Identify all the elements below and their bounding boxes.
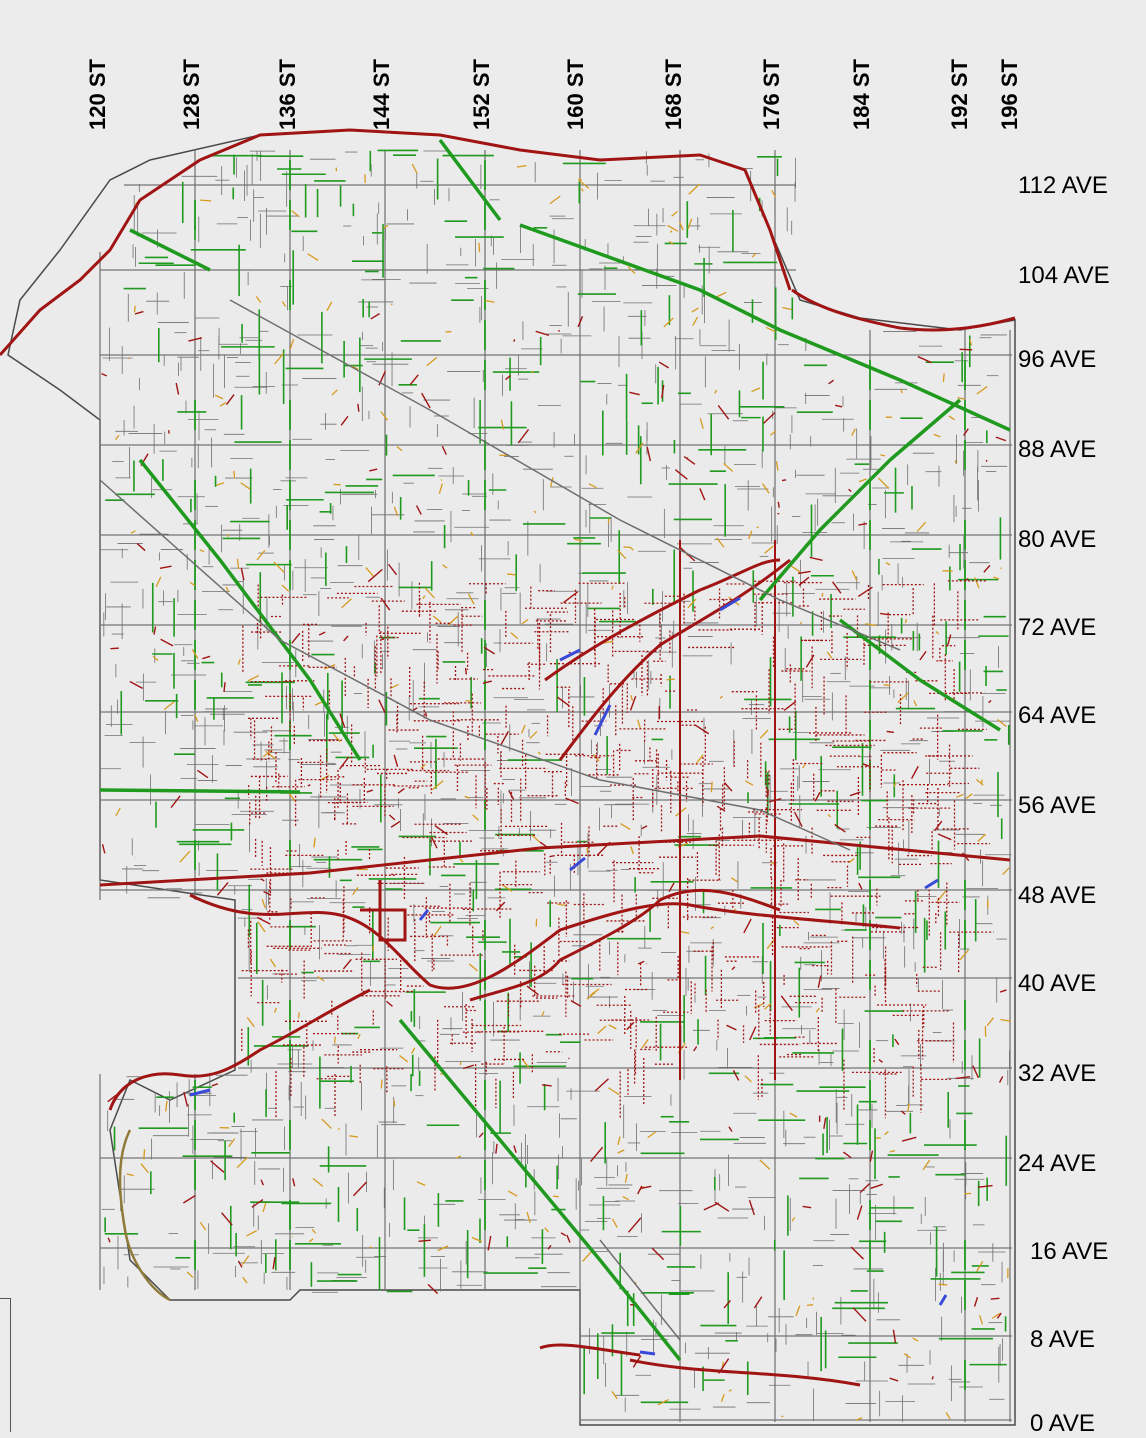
municipality-area xyxy=(8,130,1015,1425)
